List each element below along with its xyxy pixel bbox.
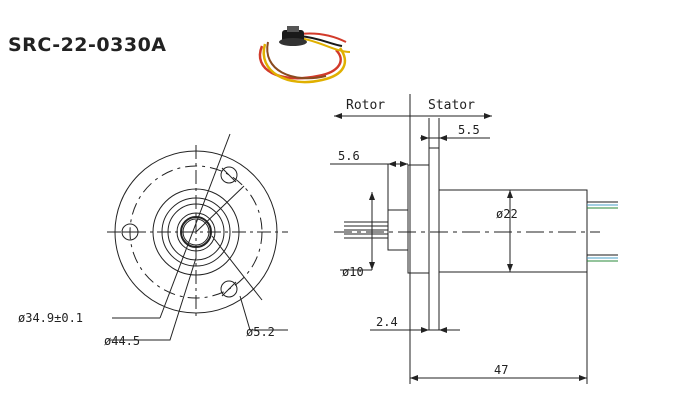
dim-bolt-circle: ø34.9±0.1 (18, 311, 83, 325)
right-wires (587, 201, 618, 262)
dim-flange-thickness: 2.4 (376, 315, 398, 329)
front-view (107, 133, 288, 341)
dim-body-diameter: ø22 (496, 207, 518, 221)
label-rotor: Rotor (346, 98, 385, 113)
label-stator: Stator (428, 98, 475, 113)
dim-rotor-step: 5.6 (338, 149, 360, 163)
product-title: SRC-22-0330A (8, 34, 167, 56)
dim-hole-diameter: ø5.2 (246, 325, 275, 339)
dim-flange-width: 5.5 (458, 123, 480, 137)
dim-outer-diameter: ø44.5 (104, 334, 140, 348)
dim-total-length: 47 (494, 363, 508, 377)
dimension-arrows (334, 113, 587, 381)
side-view (330, 94, 600, 384)
product-photo (258, 26, 351, 84)
dim-shaft-diameter: ø10 (342, 265, 364, 279)
